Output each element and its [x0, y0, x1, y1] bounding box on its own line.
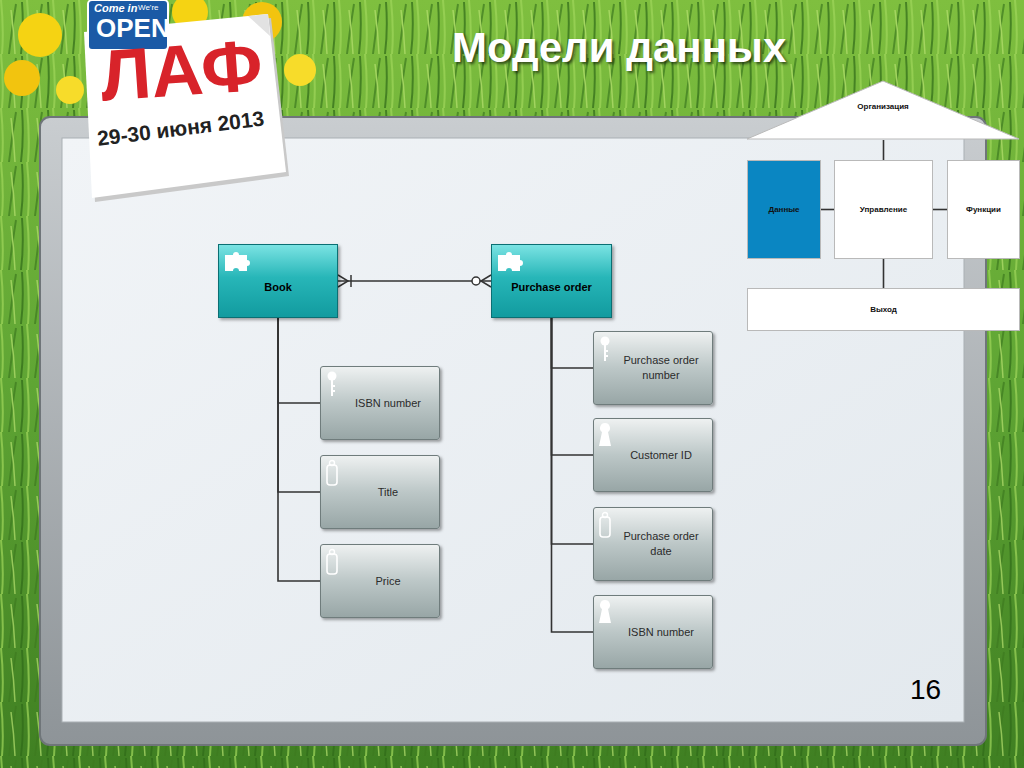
node-text: Функции [966, 205, 1001, 214]
connector-line [552, 318, 594, 632]
tag-hole [330, 461, 335, 466]
entity-box: Purchase order [491, 244, 612, 318]
zero-circle [472, 277, 480, 285]
puzzle-icon [225, 252, 250, 271]
connector-line [821, 209, 834, 211]
key-bow [328, 372, 337, 381]
attribute-box: Title [320, 455, 440, 529]
puzzle-icon [498, 252, 523, 271]
tag-icon [327, 465, 337, 485]
node-text: ISBN number [628, 625, 694, 640]
tag-hole [603, 513, 608, 518]
attribute-icon [326, 459, 340, 487]
node-text: Purchase order number [614, 353, 708, 383]
page-number: 16 [910, 676, 941, 704]
connector-line [552, 318, 594, 368]
slide-title: Модели данных [452, 24, 786, 72]
tag-hole [330, 550, 335, 555]
house-box: Выход [747, 288, 1020, 331]
tag-icon [600, 517, 610, 537]
attribute-box: Purchase order number [593, 331, 713, 405]
logo-text: We're [138, 4, 159, 12]
logo-text: ЛАФ [98, 29, 265, 112]
node-text: Purchase order [511, 281, 592, 293]
connector [278, 318, 320, 403]
attribute-icon [326, 370, 340, 398]
connector-line [883, 140, 885, 160]
roof-triangle [747, 81, 1019, 139]
attribute-icon [599, 422, 613, 450]
connector-line [552, 318, 594, 544]
crows-foot [338, 275, 348, 287]
attribute-icon [599, 511, 613, 539]
entity-box: Book [218, 244, 338, 318]
attribute-box: Customer ID [593, 418, 713, 492]
connector-line [338, 280, 491, 282]
connector-line [278, 318, 320, 492]
connector [552, 318, 594, 455]
key-bow [601, 337, 610, 346]
connector-line [883, 259, 885, 288]
whiteboard-frame [40, 117, 986, 745]
node-text: Данные [768, 205, 799, 214]
tag-icon [327, 554, 337, 574]
attribute-box: Price [320, 544, 440, 618]
node-text: ISBN number [355, 396, 421, 411]
whiteboard-surface [62, 138, 964, 722]
house-box: Управление [834, 160, 933, 259]
node-text: Выход [870, 305, 897, 314]
connector [933, 209, 947, 210]
connector [821, 209, 834, 210]
connector-line [278, 318, 320, 581]
dandelion [4, 60, 40, 96]
connector [278, 318, 320, 492]
key-shaft [604, 345, 608, 361]
connector-line [933, 209, 947, 211]
attribute-box: Purchase order date [593, 507, 713, 581]
connector [552, 318, 594, 632]
logo-paper [84, 14, 289, 202]
node-text: Организация [857, 102, 908, 111]
entity-icon [223, 249, 255, 273]
connector [883, 140, 884, 160]
connector [278, 318, 320, 581]
connector-line [278, 318, 320, 403]
house-box: Данные [747, 160, 821, 259]
connector [883, 259, 884, 288]
node-text: Title [378, 485, 398, 500]
node-text: Purchase order date [614, 529, 708, 559]
house-box: Функции [947, 160, 1020, 259]
attribute-icon [326, 548, 340, 576]
foreign-key-icon [599, 600, 611, 623]
roof-triangle: Организация [746, 80, 1020, 140]
paper [84, 14, 286, 198]
key-shaft [331, 380, 335, 396]
connector [552, 318, 594, 544]
attribute-icon [599, 599, 613, 627]
attribute-icon [599, 335, 613, 363]
connector [338, 275, 491, 287]
node-text: Book [264, 281, 292, 293]
dandelion [18, 13, 62, 57]
attribute-box: ISBN number [320, 366, 440, 440]
crows-foot [481, 275, 491, 287]
node-text: Управление [860, 205, 907, 214]
logo-text: Come in [94, 3, 137, 14]
dandelion [284, 54, 316, 86]
one-bar [350, 275, 352, 287]
attribute-box: ISBN number [593, 595, 713, 669]
dandelion [56, 76, 84, 104]
foreign-key-icon [599, 423, 611, 446]
node-text: Price [375, 574, 400, 589]
connector-line [552, 318, 594, 455]
node-text: Customer ID [630, 448, 692, 463]
entity-icon [496, 249, 528, 273]
connector [552, 318, 594, 368]
